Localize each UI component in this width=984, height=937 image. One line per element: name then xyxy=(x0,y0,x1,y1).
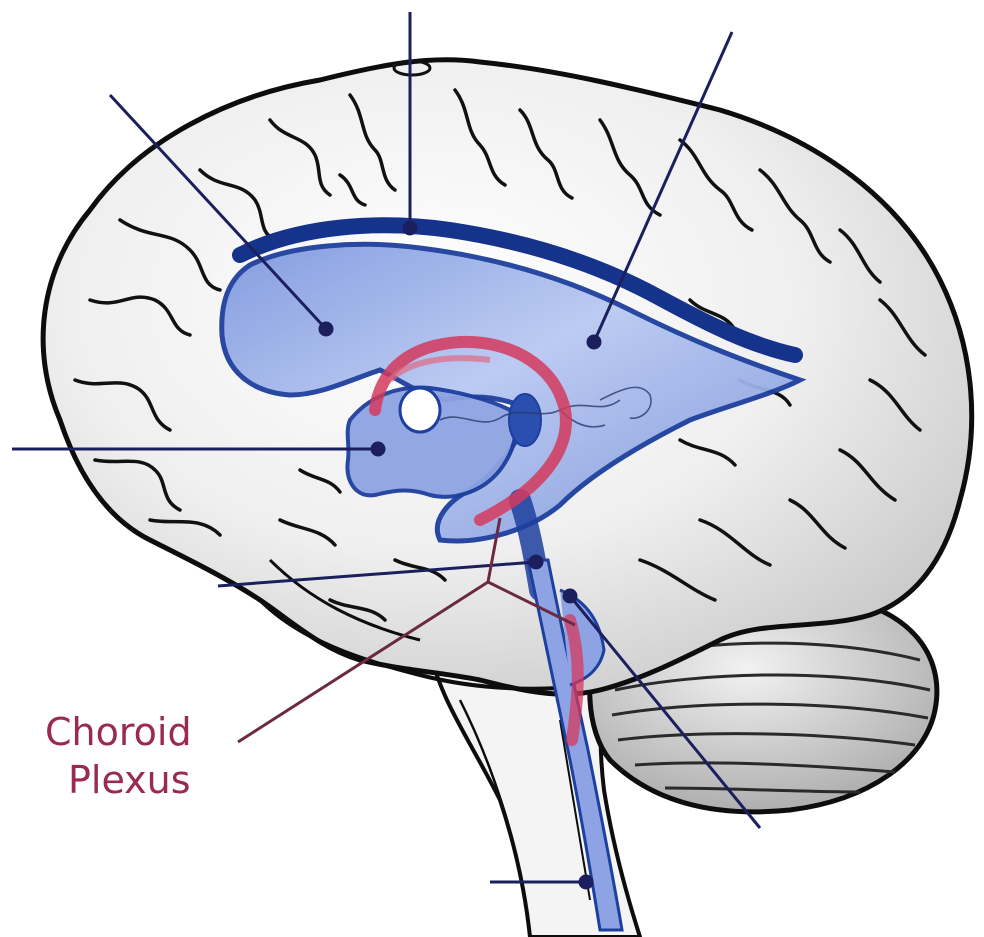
pointer-dot-3 xyxy=(588,336,600,348)
pointer-dot-2 xyxy=(404,222,416,234)
label-line-2: Plexus xyxy=(68,758,191,802)
pointer-dot-5 xyxy=(530,556,542,568)
label-line-1: Choroid xyxy=(45,710,192,754)
pointer-dot-4 xyxy=(372,443,384,455)
pointer-dot-6 xyxy=(564,590,576,602)
pointer-dot-7 xyxy=(580,876,592,888)
choroid-plexus-label: Choroid Plexus xyxy=(45,710,192,802)
pointer-dot-1 xyxy=(320,323,332,335)
